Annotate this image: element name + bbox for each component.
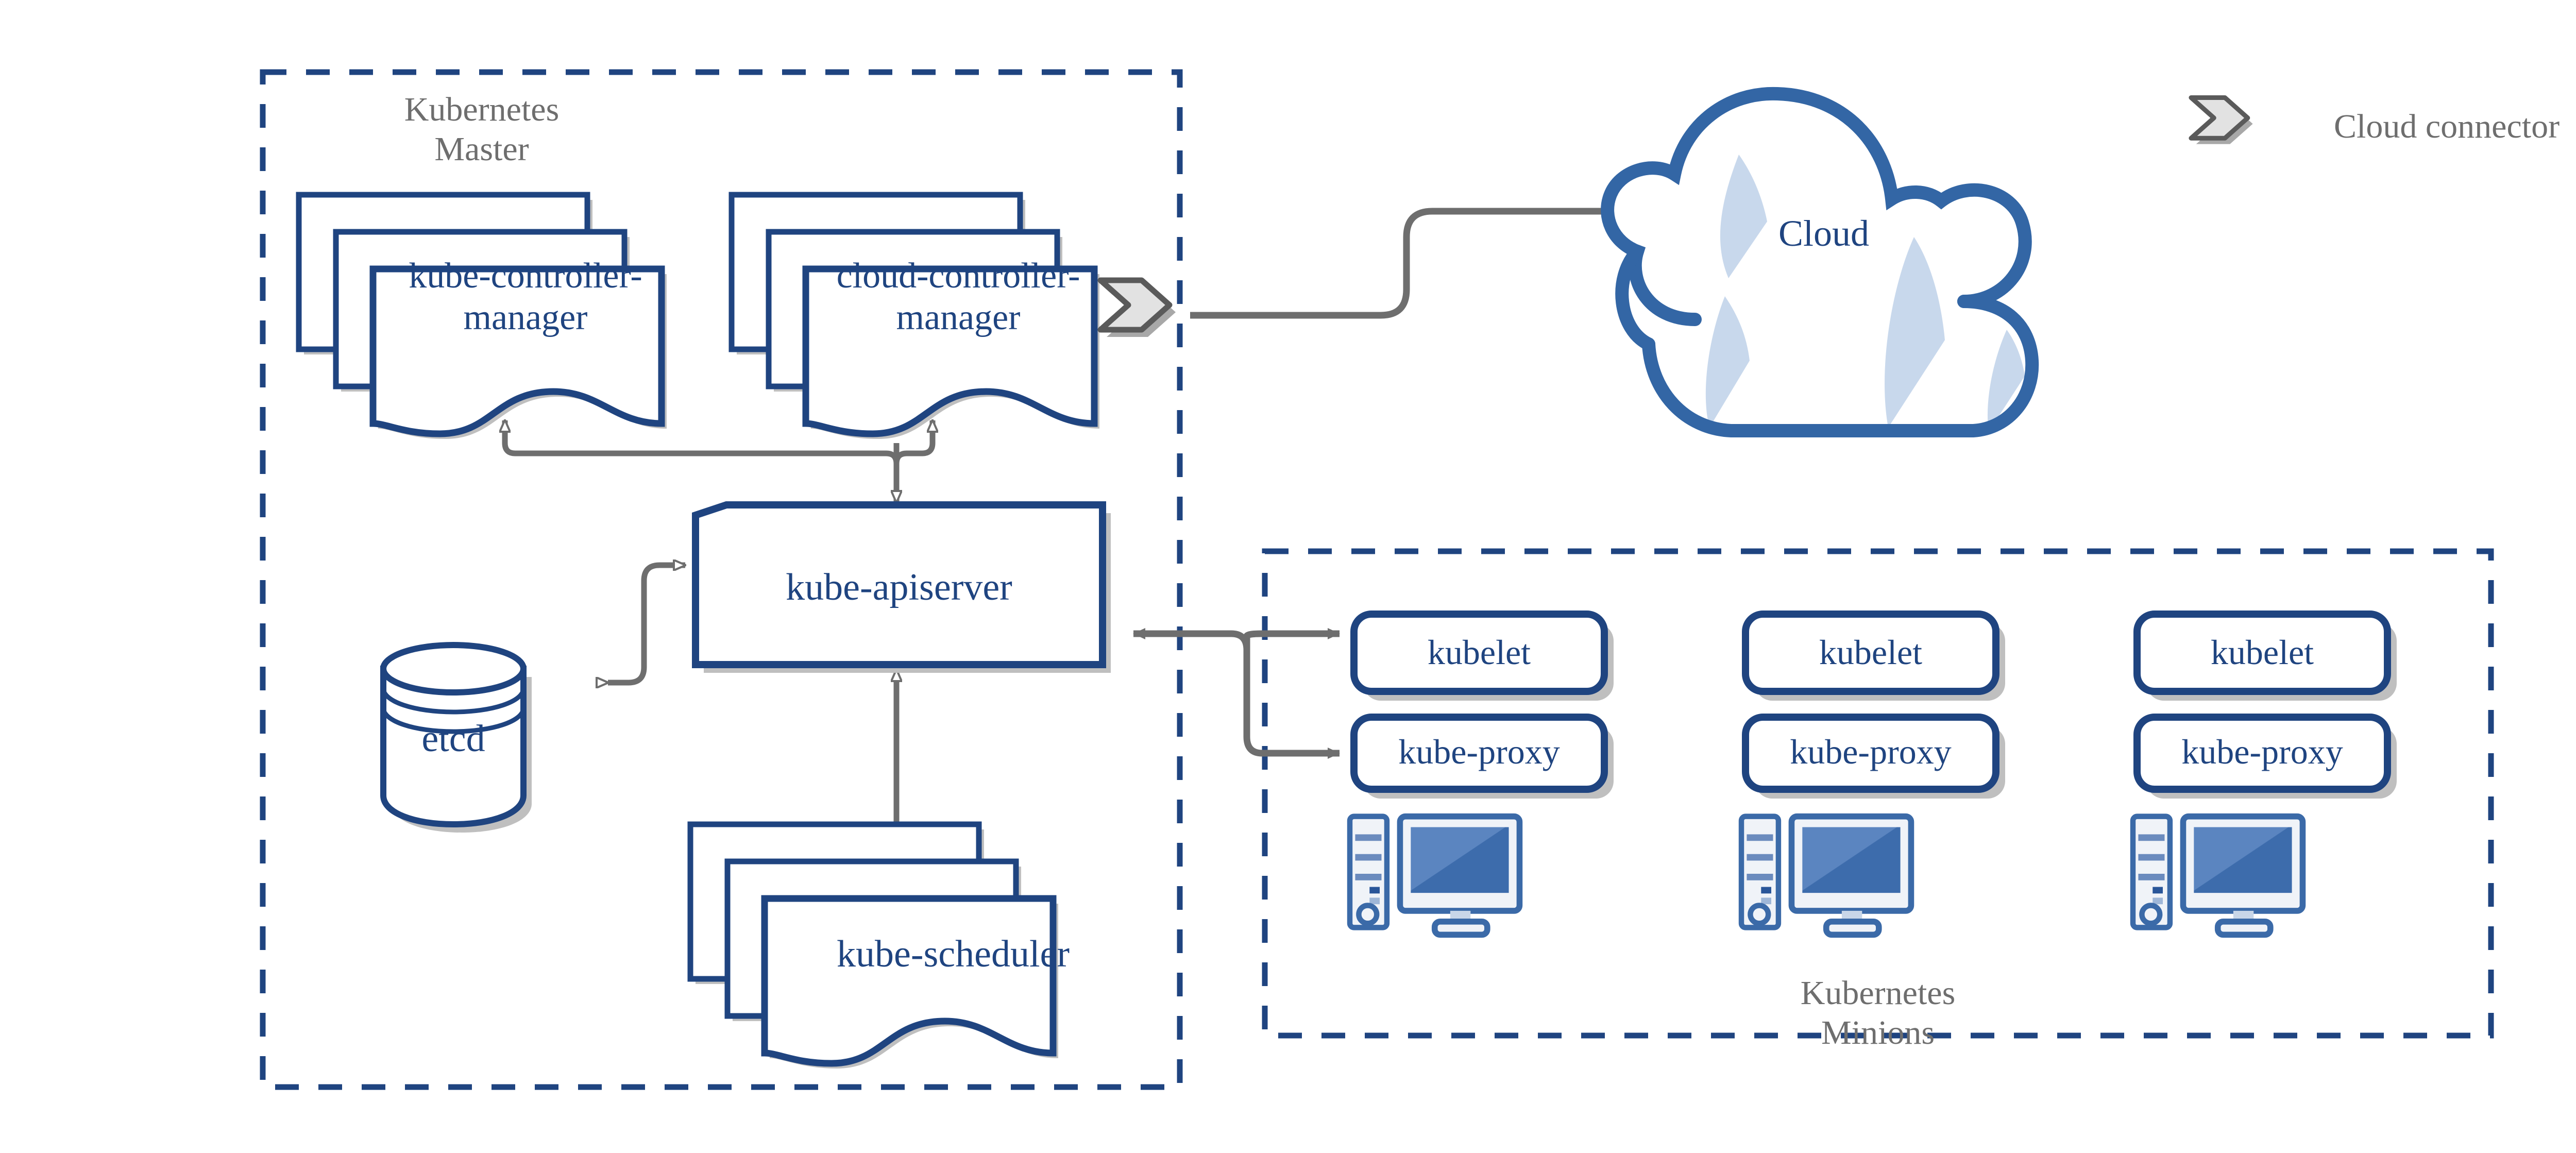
cloud-connector-chevron-icon	[1100, 280, 1176, 337]
kube-apiserver-shape[interactable]	[692, 501, 1111, 673]
computer-icon-3	[2133, 817, 2302, 935]
kube-proxy-box-2[interactable]	[1742, 714, 1999, 793]
computer-icon-2	[1741, 817, 1911, 935]
kube-controller-manager-shape[interactable]	[299, 195, 667, 439]
minion-node-1	[1350, 611, 1614, 935]
kubelet-box-3[interactable]	[2133, 611, 2391, 695]
kube-proxy-box-3[interactable]	[2133, 714, 2391, 793]
kube-proxy-box-1[interactable]	[1350, 714, 1608, 793]
minions-group-boundary	[1262, 548, 2494, 1039]
kubelet-box-1[interactable]	[1350, 611, 1608, 695]
cloud-controller-manager-shape[interactable]	[732, 195, 1099, 439]
minion-node-3	[2133, 611, 2397, 935]
legend-chevron-icon	[2191, 97, 2253, 144]
master-group-boundary	[260, 69, 1183, 1090]
minion-node-2	[1741, 611, 2005, 935]
connector-apiserver-etcd	[608, 565, 685, 683]
connector-apiserver-to-controllers	[505, 420, 933, 505]
kubelet-box-2[interactable]	[1742, 611, 1999, 695]
kube-scheduler-shape[interactable]	[690, 824, 1058, 1069]
etcd-shape[interactable]	[380, 642, 532, 833]
cloud-shape	[1601, 87, 2039, 437]
connector-apiserver-to-minions	[1133, 628, 1340, 759]
connector-cloudcontroller-to-cloud	[1190, 206, 1618, 319]
computer-icon-1	[1350, 817, 1519, 935]
